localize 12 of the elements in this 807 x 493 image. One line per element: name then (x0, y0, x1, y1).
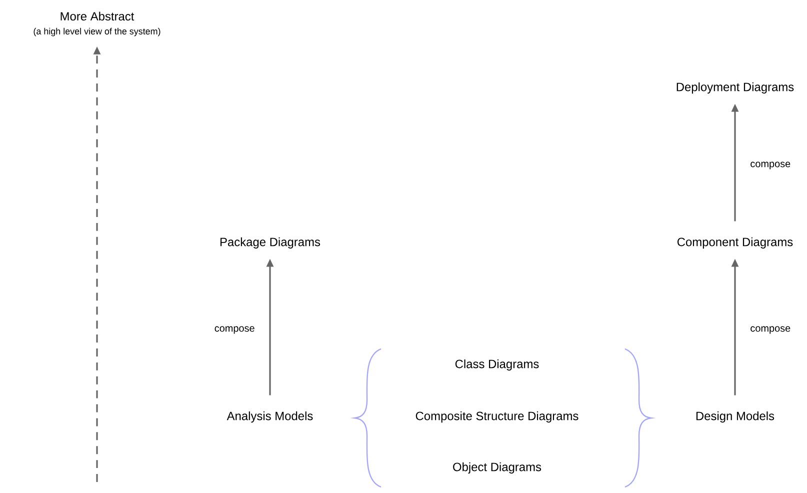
diagram-label: Package Diagrams (220, 237, 320, 249)
edge-label: compose (749, 325, 792, 335)
diagram-label: Composite Structure Diagrams (416, 411, 578, 423)
edge-label: compose (749, 160, 792, 170)
edge-label: compose (213, 325, 256, 335)
diagram-label: Analysis Models (226, 411, 313, 423)
diagram-label: Object Diagrams (453, 462, 542, 474)
diagram-label: Component Diagrams (677, 237, 793, 249)
diagram-label: More Abstract (a high level view of the system) (34, 12, 160, 36)
diagram-label: Deployment Diagrams (676, 82, 794, 94)
diagram-label: Design Models (696, 411, 774, 423)
diagram-label: Class Diagrams (455, 359, 539, 371)
